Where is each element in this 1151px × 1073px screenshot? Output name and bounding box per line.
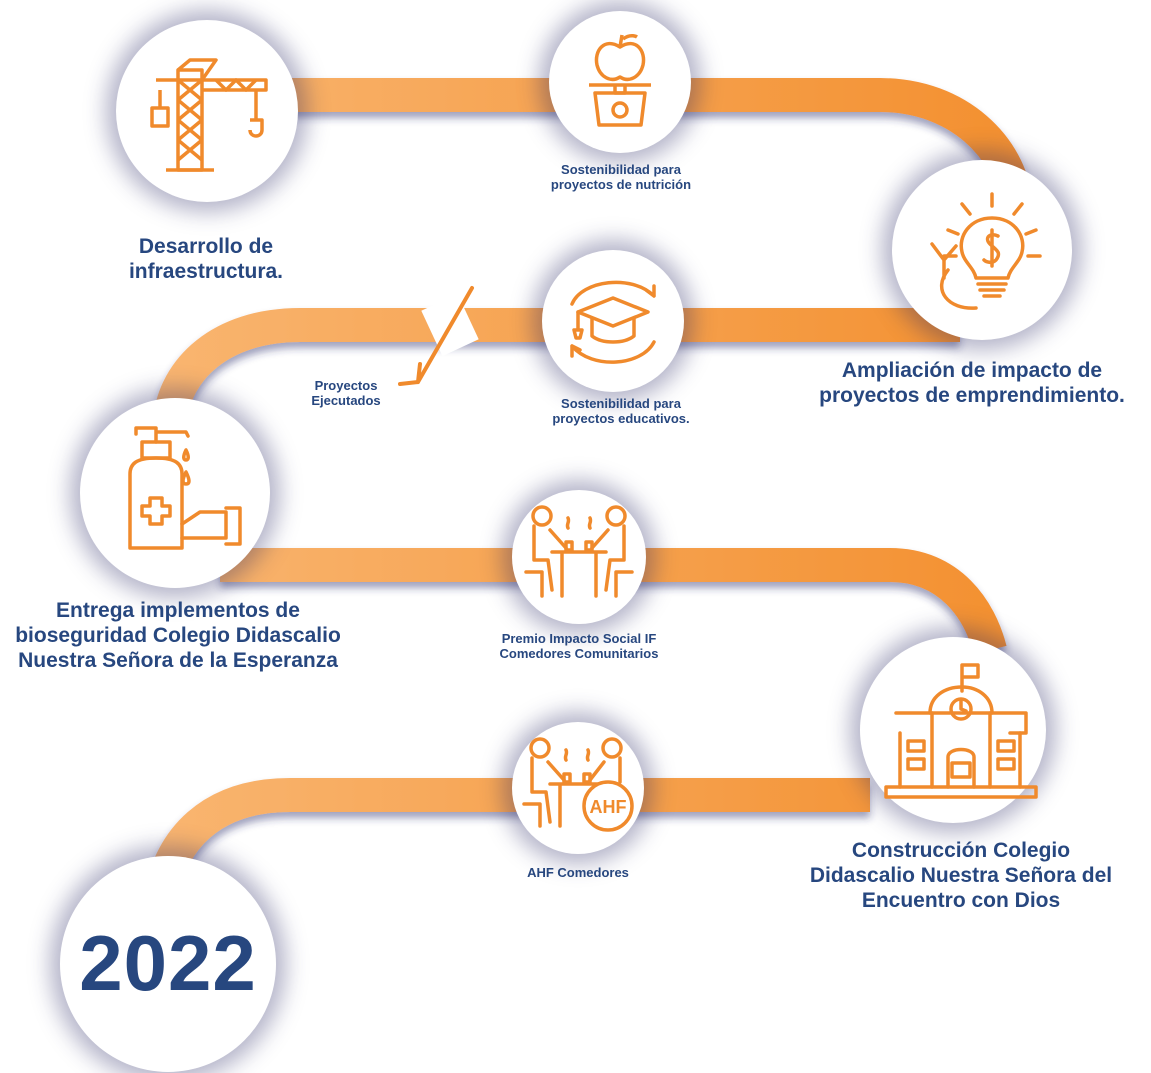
lightbulb-dollar-icon — [930, 192, 1042, 310]
milestone-ahf-circle: AHF — [512, 722, 644, 854]
milestone-bioseguridad-label: Entrega implementos de bioseguridad Cole… — [15, 599, 341, 673]
ahf-badge-text: AHF — [590, 797, 627, 817]
ahf-badge — [582, 780, 634, 832]
proyectos-ejecutados-label: Proyectos Ejecutados — [311, 378, 381, 408]
milestone-colegio-label: Construcción Colegio Didascalio Nuestra … — [809, 839, 1113, 913]
milestone-colegio-circle — [860, 637, 1046, 823]
graduation-cap-icon — [570, 280, 656, 364]
milestone-premio-circle — [512, 490, 646, 624]
milestone-ahf-label: AHF Comedores — [527, 865, 629, 880]
milestone-premio-label: Premio Impacto Social IF Comedores Comun… — [499, 631, 659, 661]
milestone-emprendimiento-circle — [892, 160, 1072, 340]
milestone-nutricion-label: Sostenibilidad para proyectos de nutrici… — [550, 162, 692, 192]
milestone-bioseguridad-circle — [80, 398, 270, 588]
hand-sanitizer-icon — [128, 426, 242, 550]
milestone-infraestructura-label: Desarrollo de infraestructura. — [128, 235, 284, 284]
road-path — [143, 78, 1032, 904]
year-label: 2022 — [79, 919, 257, 1007]
milestone-infraestructura-circle — [116, 20, 298, 202]
ahf-dining-icon: AHF — [522, 737, 634, 832]
crane-icon — [150, 58, 268, 172]
milestone-emprendimiento-label: Ampliación de impacto de proyectos de em… — [819, 359, 1125, 408]
year-circle — [60, 856, 276, 1072]
apple-scale-icon — [589, 33, 651, 127]
milestone-educativos-label: Sostenibilidad para proyectos educativos… — [552, 396, 690, 426]
community-dining-icon — [524, 505, 634, 598]
milestone-educativos-circle — [542, 250, 684, 392]
arrow-icon — [398, 286, 474, 386]
milestone-nutricion-circle — [549, 11, 691, 153]
school-building-icon — [884, 663, 1038, 799]
